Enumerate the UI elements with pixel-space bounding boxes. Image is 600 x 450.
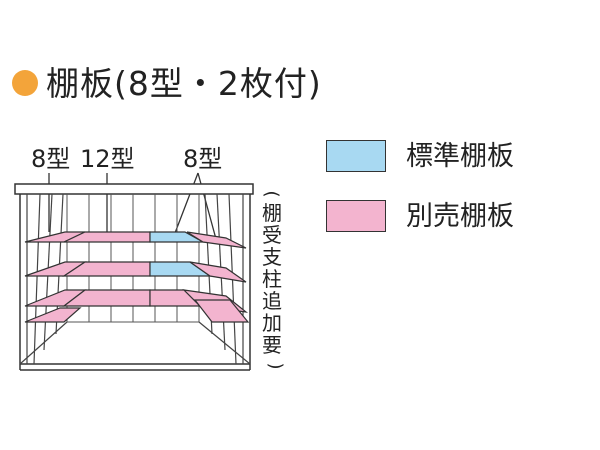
side-note-char: 追 bbox=[262, 289, 282, 313]
side-note-char: 支 bbox=[262, 245, 282, 269]
bullet-dot-icon bbox=[12, 70, 38, 96]
legend-swatch-optional bbox=[326, 200, 386, 232]
shelf-optional-l1-right bbox=[186, 231, 247, 249]
section-header: 棚板(8型・2枚付) bbox=[12, 58, 322, 108]
legend-item-optional: 別売棚板 bbox=[326, 194, 576, 238]
side-note-char: 要 bbox=[262, 333, 282, 357]
shed-frame bbox=[14, 183, 254, 371]
side-note-char: ( bbox=[261, 190, 282, 197]
left-side-wall-lines bbox=[19, 193, 68, 365]
shelf-boards bbox=[24, 231, 250, 323]
legend-label-optional: 別売棚板 bbox=[406, 200, 514, 232]
shelf-optional-l2-right bbox=[189, 261, 247, 283]
side-note-char: 受 bbox=[262, 223, 282, 247]
side-note-char: ) bbox=[265, 362, 286, 369]
shelf-optional-l4-left bbox=[24, 307, 82, 323]
legend-label-standard: 標準棚板 bbox=[406, 140, 514, 172]
label-8-right: 8型 bbox=[183, 145, 222, 173]
side-note-char: 柱 bbox=[262, 267, 282, 291]
label-12-center: 12型 bbox=[80, 145, 135, 173]
legend: 標準棚板 別売棚板 bbox=[326, 134, 576, 254]
label-8-left: 8型 bbox=[31, 145, 70, 173]
legend-item-standard: 標準棚板 bbox=[326, 134, 576, 178]
side-note-vertical: ( 棚 受 支 柱 追 加 要 ) bbox=[261, 190, 286, 369]
side-note-char: 加 bbox=[262, 311, 282, 335]
side-note-char: 棚 bbox=[262, 201, 282, 225]
page-title: 棚板(8型・2枚付) bbox=[46, 63, 322, 103]
legend-swatch-standard bbox=[326, 140, 386, 172]
shelf-optional-l4-right bbox=[193, 299, 250, 323]
